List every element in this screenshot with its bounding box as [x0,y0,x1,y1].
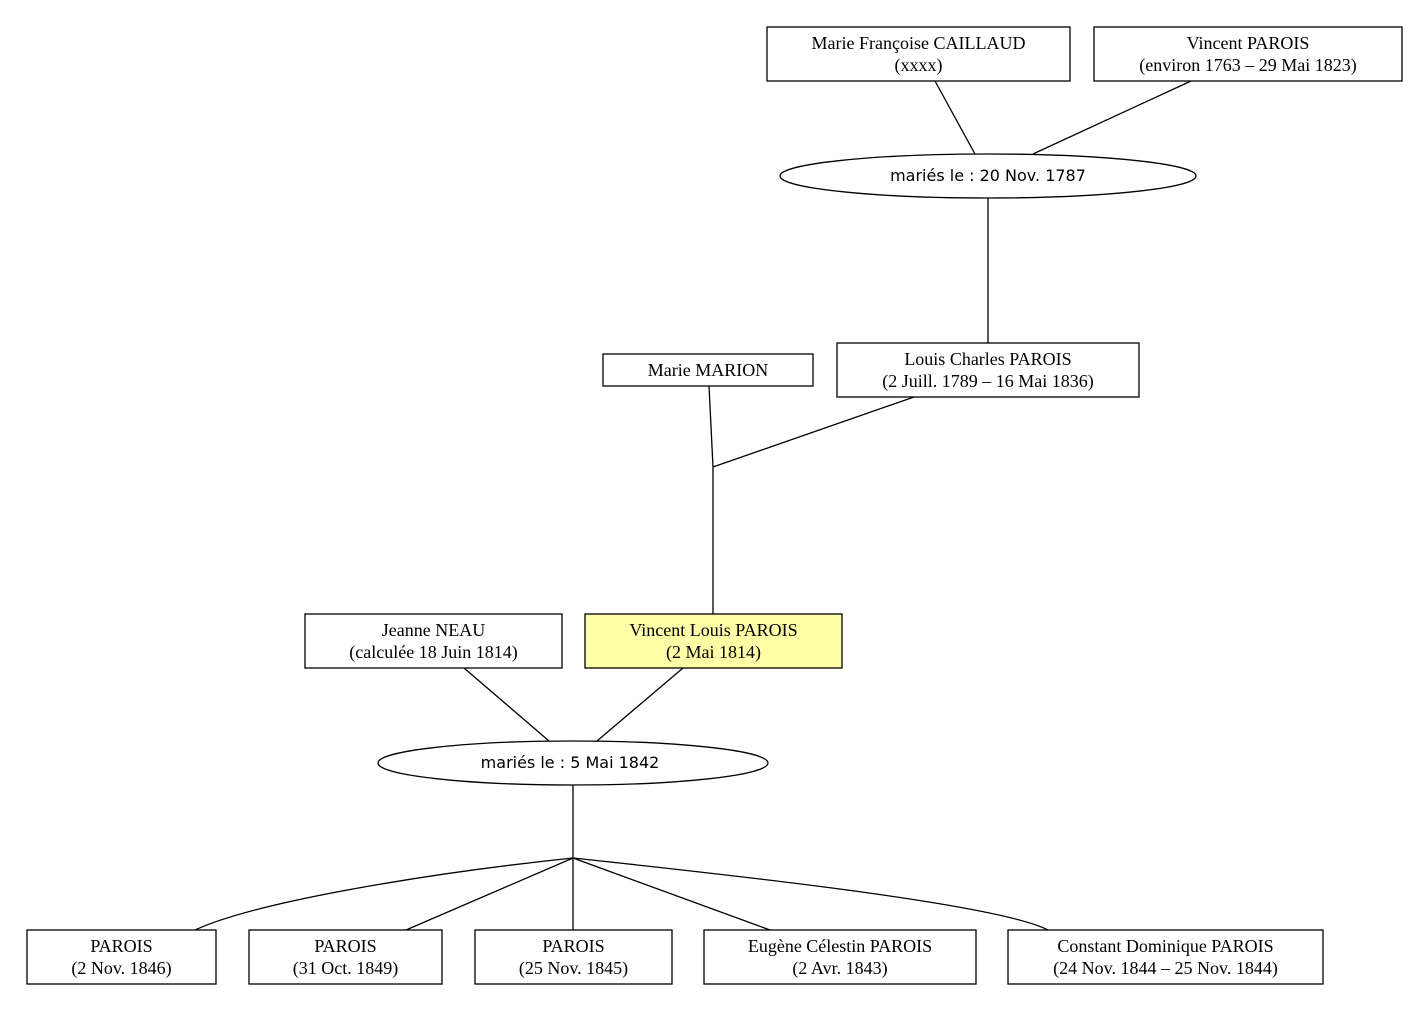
person-dates: (2 Nov. 1846) [71,958,171,979]
marriage-node-1787[interactable]: mariés le : 20 Nov. 1787 [779,153,1197,199]
person-box-jeanne-neau[interactable]: Jeanne NEAU (calculée 18 Juin 1814) [304,613,563,669]
person-name: Jeanne NEAU [382,620,485,640]
connector-caillaud-to-marriage-1787 [934,80,976,155]
person-box-louis-charles-parois[interactable]: Louis Charles PAROIS (2 Juill. 1789 – 16… [836,342,1140,398]
person-name: Constant Dominique PAROIS [1057,936,1273,956]
person-name: Louis Charles PAROIS [904,349,1071,369]
person-name: Marie MARION [648,360,768,380]
connector-to-child-1 [194,857,574,931]
person-box-marie-francoise-caillaud[interactable]: Marie Françoise CAILLAUD (xxxx) [766,26,1071,82]
person-name: Vincent PAROIS [1187,33,1310,53]
connector-louis-charles-to-junction [712,396,915,468]
connector-lines [194,80,1192,931]
person-dates: (2 Mai 1814) [666,642,761,663]
person-box-child-1[interactable]: PAROIS (2 Nov. 1846) [26,929,217,985]
marriage-label: mariés le : 20 Nov. 1787 [890,166,1086,185]
person-name: Eugène Célestin PAROIS [748,936,932,956]
connector-to-child-5 [572,857,1049,931]
person-name: PAROIS [314,936,376,956]
person-dates: (2 Juill. 1789 – 16 Mai 1836) [882,371,1094,392]
person-dates: (31 Oct. 1849) [293,958,398,979]
connector-marion-to-junction [708,385,714,468]
connector-neau-to-marriage-1842 [463,667,550,742]
marriage-label: mariés le : 5 Mai 1842 [481,753,660,772]
person-name: Vincent Louis PAROIS [629,620,797,640]
person-name: Marie Françoise CAILLAUD [812,33,1026,53]
connector-vincent-sr-to-marriage-1787 [1032,80,1192,155]
person-box-child-4[interactable]: Eugène Célestin PAROIS (2 Avr. 1843) [703,929,977,985]
person-dates: (24 Nov. 1844 – 25 Nov. 1844) [1053,958,1278,979]
person-box-child-3[interactable]: PAROIS (25 Nov. 1845) [474,929,673,985]
person-box-vincent-louis-parois[interactable]: Vincent Louis PAROIS (2 Mai 1814) [584,613,843,669]
connector-vincent-louis-to-marriage-1842 [596,667,684,742]
person-dates: (2 Avr. 1843) [792,958,887,979]
person-dates: (environ 1763 – 29 Mai 1823) [1139,55,1356,76]
person-dates: (xxxx) [895,55,943,76]
person-box-vincent-parois-sr[interactable]: Vincent PAROIS (environ 1763 – 29 Mai 18… [1093,26,1403,82]
marriage-node-1842[interactable]: mariés le : 5 Mai 1842 [377,740,769,786]
person-name: PAROIS [542,936,604,956]
connector-to-child-4 [572,857,771,931]
highlighted-person-box [584,613,843,669]
person-name: PAROIS [90,936,152,956]
person-box-marie-marion[interactable]: Marie MARION [602,353,814,387]
connector-to-child-2 [405,857,574,931]
person-box-child-5[interactable]: Constant Dominique PAROIS (24 Nov. 1844 … [1007,929,1324,985]
person-dates: (calculée 18 Juin 1814) [349,642,517,663]
person-box-child-2[interactable]: PAROIS (31 Oct. 1849) [248,929,443,985]
person-dates: (25 Nov. 1845) [519,958,628,979]
